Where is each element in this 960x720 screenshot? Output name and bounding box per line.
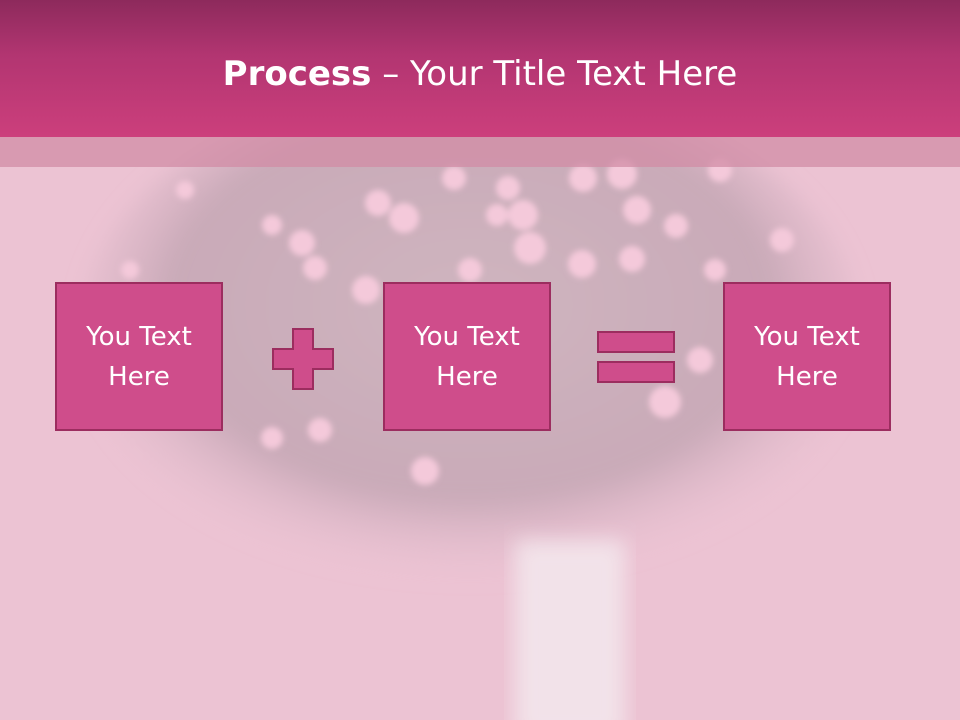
title-text: Your Title Text Here (410, 54, 738, 94)
process-box-1-text: You Text Here (86, 321, 192, 392)
process-box-3-text: You Text Here (754, 321, 860, 392)
process-box-2[interactable]: You Text Here (383, 282, 551, 431)
plus-icon (271, 327, 335, 391)
process-box-3[interactable]: You Text Here (723, 282, 891, 431)
equals-icon (596, 330, 678, 386)
title-bar (0, 0, 960, 137)
process-box-1[interactable]: You Text Here (55, 282, 223, 431)
header-band (0, 137, 960, 167)
process-box-2-text: You Text Here (414, 321, 520, 392)
title-separator: – (371, 54, 411, 94)
title-bold: Process (222, 54, 372, 94)
slide-title[interactable]: Process – Your Title Text Here (0, 52, 960, 96)
